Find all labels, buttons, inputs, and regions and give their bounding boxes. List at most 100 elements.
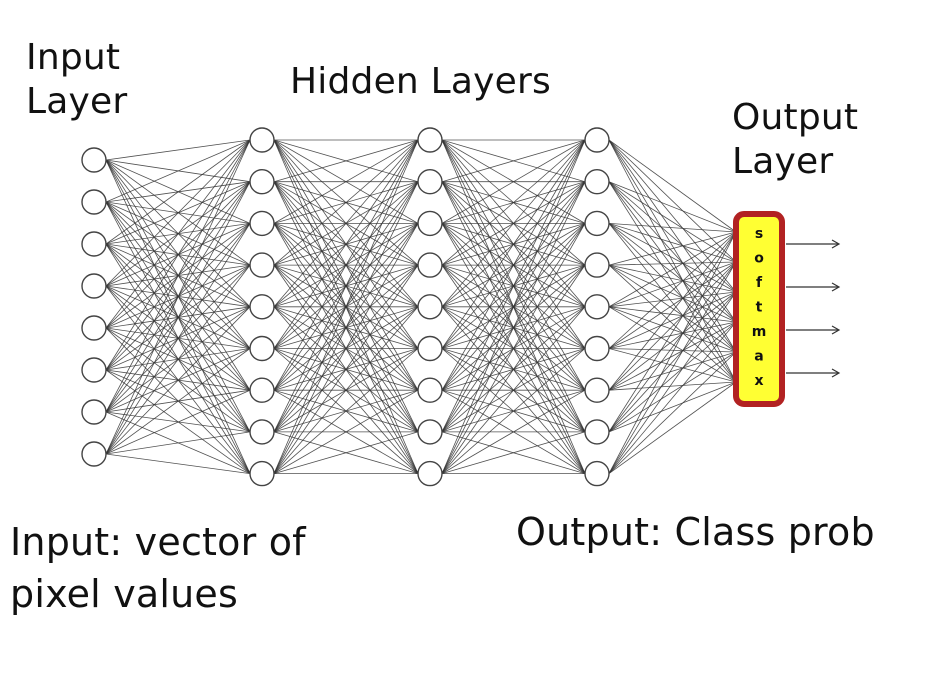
output-arrow <box>786 239 841 249</box>
connection-line <box>608 231 737 266</box>
connection-line <box>273 139 419 266</box>
connection-line <box>608 231 737 349</box>
connection-line <box>105 139 251 371</box>
connection-line <box>441 389 586 474</box>
hidden-node <box>249 210 275 237</box>
connection-line <box>105 181 251 455</box>
connection-line <box>608 261 737 308</box>
connection-line <box>105 139 251 287</box>
connection-line <box>105 139 251 455</box>
connection-line <box>608 264 737 353</box>
connection-line <box>608 261 737 474</box>
output-arrow <box>786 368 841 378</box>
connection-line <box>608 139 737 353</box>
hidden-node <box>417 252 443 278</box>
input-layer-label: Input Layer <box>26 36 127 124</box>
connection-line <box>608 351 737 391</box>
input-node <box>81 441 107 467</box>
input-node <box>81 315 107 341</box>
connection-line <box>608 306 737 323</box>
connection-line <box>441 139 586 183</box>
input-node <box>81 189 107 215</box>
connection-line <box>608 348 737 383</box>
connection-line <box>273 139 419 224</box>
input-node <box>81 357 107 383</box>
connection-line <box>608 381 737 474</box>
connection-line <box>608 139 737 233</box>
connection-line <box>105 139 251 203</box>
connection-line <box>608 291 737 391</box>
connection-line <box>608 306 737 353</box>
connection-line <box>105 139 251 413</box>
connection-line <box>441 431 586 474</box>
connection-line <box>105 389 251 455</box>
connection-line <box>608 181 737 353</box>
connection-line <box>608 223 737 353</box>
connection-line <box>608 291 737 474</box>
input-layer-label-line1: Input <box>26 37 121 78</box>
connection-line <box>441 348 586 474</box>
connection-line <box>608 223 737 323</box>
hidden-node <box>417 377 443 403</box>
connection-line <box>105 139 251 329</box>
output-layer-label-line1: Output <box>732 97 859 138</box>
hidden-layers-label: Hidden Layers <box>290 61 551 102</box>
connection-line <box>105 223 251 455</box>
connection-line <box>608 348 737 353</box>
hidden-node <box>249 460 275 487</box>
connection-line <box>441 306 586 474</box>
connection-line <box>105 139 251 161</box>
connection-line <box>273 139 419 433</box>
connection-line <box>608 291 737 308</box>
hidden-node <box>417 210 443 237</box>
softmax-rect <box>733 211 785 407</box>
connection-line <box>273 264 419 474</box>
connection-line <box>608 264 737 323</box>
connection-line <box>608 139 737 293</box>
softmax-letter: f <box>756 275 763 291</box>
softmax-letter: x <box>754 373 763 389</box>
input-caption: Input: vector of pixel values <box>10 516 306 620</box>
connection-line <box>608 181 737 323</box>
nodes <box>81 127 610 487</box>
connection-line <box>608 351 737 433</box>
connection-line <box>608 139 737 263</box>
input-caption-line2: pixel values <box>10 572 239 616</box>
hidden-node <box>249 252 275 278</box>
hidden-node <box>417 294 443 320</box>
connection-line <box>608 181 737 293</box>
hidden-node <box>249 419 275 445</box>
output-caption: Output: Class prob <box>516 510 875 554</box>
connection-line <box>441 264 586 474</box>
connection-line <box>608 223 737 233</box>
softmax-letter: t <box>756 300 763 316</box>
connection-line <box>273 431 419 474</box>
connection-line <box>273 223 419 474</box>
hidden-node <box>417 127 443 153</box>
connection-line <box>608 321 737 391</box>
connection-line <box>441 139 586 474</box>
connection-line <box>608 264 737 383</box>
softmax-letter: s <box>755 226 763 242</box>
output-arrow <box>786 325 841 335</box>
hidden-node <box>249 127 275 153</box>
connections <box>105 139 737 475</box>
hidden-node <box>417 419 443 445</box>
connection-line <box>608 261 737 266</box>
hidden-node <box>417 460 443 487</box>
connection-line <box>273 139 419 183</box>
hidden-node <box>584 127 610 153</box>
hidden-node <box>417 335 443 362</box>
connection-line <box>441 223 586 474</box>
hidden-node <box>584 252 610 278</box>
connection-line <box>608 223 737 263</box>
hidden-node <box>417 168 443 195</box>
connection-line <box>441 139 586 266</box>
connection-line <box>105 431 251 455</box>
softmax-letter: m <box>752 324 767 340</box>
connection-line <box>608 231 737 308</box>
connection-line <box>273 389 419 474</box>
connection-line <box>441 139 586 433</box>
